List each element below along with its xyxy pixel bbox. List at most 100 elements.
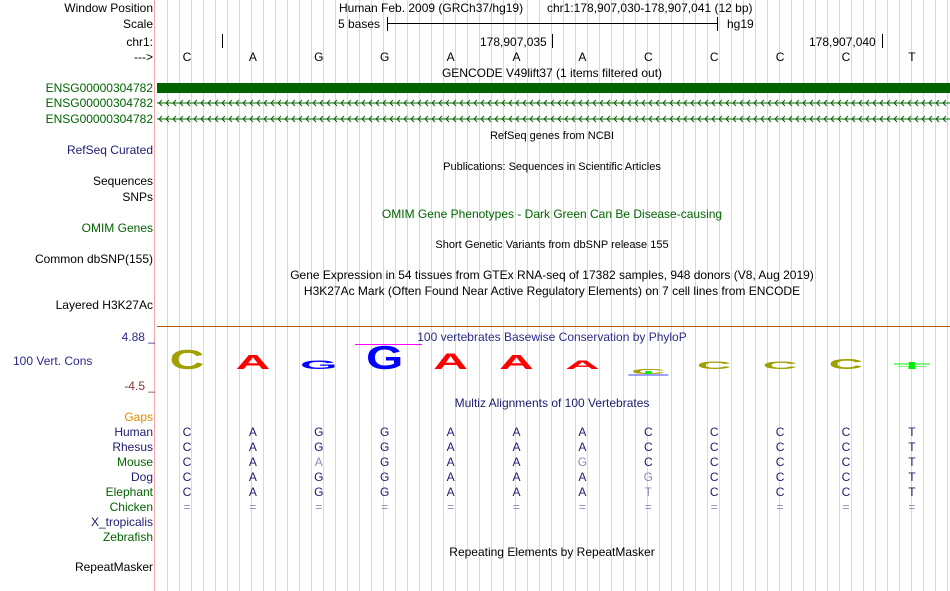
cons-min-label: -4.5 _	[124, 379, 155, 393]
base-letter: G	[380, 50, 390, 64]
multiz-title[interactable]: Multiz Alignments of 100 Vertebrates	[454, 396, 650, 410]
alignment-base: C	[775, 470, 785, 484]
chr-label: chr1:	[126, 35, 153, 49]
alignment-base: C	[182, 425, 192, 439]
alignment-base: A	[446, 425, 455, 439]
alignment-base: G	[314, 485, 324, 499]
logo-letter-A: A	[433, 349, 468, 374]
cons-label[interactable]: 100 Vert. Cons	[13, 354, 93, 368]
alignment-base: A	[248, 440, 257, 454]
gene-exon-block[interactable]	[157, 83, 950, 93]
alignment-base: A	[248, 485, 257, 499]
h3k27ac-title[interactable]: H3K27Ac Mark (Often Found Near Active Re…	[303, 284, 801, 298]
alignment-base: =	[249, 500, 257, 514]
alignment-base: T	[908, 440, 916, 454]
label-divider	[154, 0, 155, 591]
logo-letter-G: G	[366, 339, 403, 376]
gene-intron-arrows[interactable]	[157, 98, 950, 124]
alignment-base: A	[578, 485, 587, 499]
alignment-base: A	[446, 440, 455, 454]
alignment-base: T	[908, 425, 916, 439]
scale-db: hg19	[727, 17, 754, 31]
species-label[interactable]: Rhesus	[112, 440, 153, 454]
alignment-base: A	[578, 425, 587, 439]
alignment-base: A	[512, 455, 521, 469]
alignment-base: A	[248, 470, 257, 484]
alignment-base: =	[381, 500, 389, 514]
alignment-base: C	[643, 440, 653, 454]
logo-letter-C: C	[763, 359, 798, 371]
sequences-label[interactable]: Sequences	[92, 174, 153, 188]
alignment-base: A	[512, 485, 521, 499]
scale-bar-left	[387, 17, 388, 31]
gencode-item-label[interactable]: ENSG00000304782	[45, 112, 153, 126]
alignment-base: A	[578, 470, 587, 484]
scale-bar-right	[717, 17, 718, 31]
alignment-base: C	[643, 455, 653, 469]
alignment-base: G	[380, 425, 390, 439]
dbsnp-label[interactable]: Common dbSNP(155)	[34, 252, 153, 266]
alignment-base: G	[380, 455, 390, 469]
alignment-base: C	[841, 455, 851, 469]
alignment-base: C	[775, 455, 785, 469]
alignment-base: =	[315, 500, 323, 514]
h3k27ac-label[interactable]: Layered H3K27Ac	[55, 298, 153, 312]
alignment-base: =	[842, 500, 850, 514]
gtex-title[interactable]: Gene Expression in 54 tissues from GTEx …	[290, 268, 814, 282]
gaps-label: Gaps	[124, 410, 153, 424]
alignment-base: G	[314, 440, 324, 454]
cons-max-label: 4.88 _	[121, 330, 155, 344]
alignment-base: G	[577, 455, 588, 469]
gencode-item-label[interactable]: ENSG00000304782	[45, 81, 153, 95]
alignment-base: C	[182, 455, 192, 469]
alignment-base: G	[314, 470, 324, 484]
scale-label: Scale	[122, 17, 153, 31]
omim-label[interactable]: OMIM Genes	[81, 221, 153, 235]
dbsnp-title[interactable]: Short Genetic Variants from dbSNP releas…	[435, 239, 669, 251]
snps-label[interactable]: SNPs	[122, 190, 153, 204]
species-label[interactable]: Elephant	[105, 485, 153, 499]
strand-label: --->	[134, 50, 153, 64]
alignment-base: =	[578, 500, 586, 514]
refseq-title[interactable]: RefSeq genes from NCBI	[489, 130, 615, 142]
alignment-base: C	[182, 440, 192, 454]
logo-letter-A: A	[236, 351, 271, 374]
ruler-tick	[222, 34, 223, 48]
alignment-base: =	[908, 500, 916, 514]
gencode-item-label[interactable]: ENSG00000304782	[45, 96, 153, 110]
alignment-base: C	[775, 440, 785, 454]
ruler-tick	[552, 34, 553, 48]
gencode-title[interactable]: GENCODE V49lift37 (1 items filtered out)	[441, 66, 663, 80]
ruler-label-1: 178,907,035	[480, 35, 547, 49]
species-label[interactable]: Human	[114, 425, 153, 439]
species-label[interactable]: Zebrafish	[102, 530, 153, 544]
alignment-base: T	[908, 470, 916, 484]
alignment-base: G	[380, 485, 390, 499]
base-letter: C	[709, 50, 719, 64]
alignment-base: A	[248, 425, 257, 439]
cons-title[interactable]: 100 vertebrates Basewise Conservation by…	[417, 330, 687, 344]
alignment-base: A	[512, 470, 521, 484]
omim-title[interactable]: OMIM Gene Phenotypes - Dark Green Can Be…	[381, 207, 723, 221]
alignment-base: C	[841, 470, 851, 484]
alignment-base: C	[709, 455, 719, 469]
species-label[interactable]: Dog	[130, 470, 153, 484]
refseq-label[interactable]: RefSeq Curated	[66, 143, 153, 157]
alignment-base: G	[380, 440, 390, 454]
base-letter: T	[908, 50, 916, 64]
base-letter: C	[775, 50, 785, 64]
species-label[interactable]: Chicken	[109, 500, 153, 514]
base-letter: C	[182, 50, 192, 64]
publications-title[interactable]: Publications: Sequences in Scientific Ar…	[443, 161, 661, 173]
logo-letter-A: A	[565, 358, 600, 372]
species-label[interactable]: X_tropicalis	[90, 515, 153, 529]
repeat-label[interactable]: RepeatMasker	[74, 560, 153, 574]
alignment-base: T	[644, 485, 652, 499]
ruler-label-2: 178,907,040	[809, 35, 876, 49]
repeat-title[interactable]: Repeating Elements by RepeatMasker	[449, 545, 655, 559]
alignment-base: A	[512, 425, 521, 439]
alignment-base: C	[775, 425, 785, 439]
alignment-base: G	[643, 470, 653, 484]
species-label[interactable]: Mouse	[116, 455, 153, 469]
